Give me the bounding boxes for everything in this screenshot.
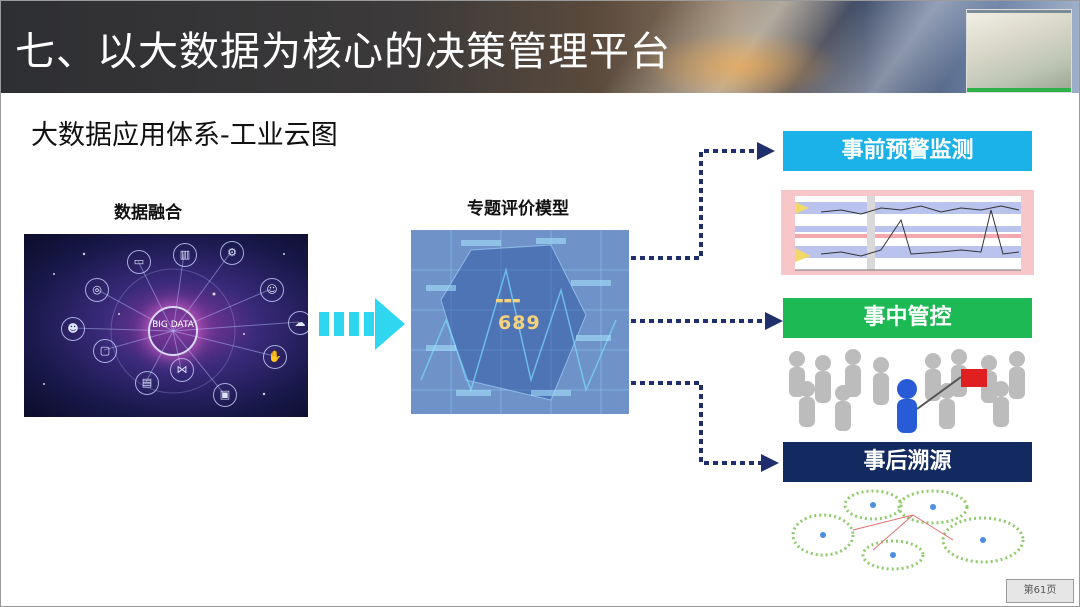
arrow-head-post: [761, 454, 779, 472]
banner-thumbnail-image: [966, 9, 1072, 93]
page-title: 七、以大数据为核心的决策管理平台: [15, 29, 671, 75]
big-data-image: ▭ ▥ ⚙ ☺ ☁ ✋ ▣ ⋈ ▤ ▢ ☻ ◎ BIG DATA: [24, 234, 308, 417]
data-fusion-label: 数据融合: [114, 203, 182, 223]
monitor-icon: ▭: [127, 250, 151, 274]
big-data-center-label: BIG DATA: [152, 320, 194, 330]
flow-arrow-icon: [319, 298, 405, 350]
post-trace-banner: 事后溯源: [783, 442, 1032, 482]
thumbnail-top-line: [967, 10, 1071, 13]
lock-icon: ▢: [93, 339, 117, 363]
page-number: 第61页: [1006, 579, 1074, 603]
monitoring-chart-image: [781, 190, 1034, 275]
model-label: 专题评价模型: [467, 199, 569, 219]
trace-network-illustration: [791, 489, 1025, 571]
pre-warning-banner: 事前预警监测: [783, 131, 1032, 171]
cloud-icon: ☁: [288, 311, 308, 335]
model-radar-chart: [411, 230, 629, 414]
globe-icon: ◎: [85, 278, 109, 302]
gift-icon: ▣: [213, 383, 237, 407]
share-icon: ⋈: [170, 358, 194, 382]
arrow-head-mid: [765, 312, 783, 330]
arrow-to-post: [631, 381, 763, 465]
section-subtitle: 大数据应用体系-工业云图: [31, 120, 338, 151]
monitoring-chart-graphic: [795, 196, 1021, 271]
handshake-icon: ✋: [263, 345, 287, 369]
people-icon: ☻: [61, 317, 85, 341]
people-control-illustration: [789, 349, 1025, 433]
model-score-value: 689: [498, 312, 541, 334]
title-banner: 七、以大数据为核心的决策管理平台: [1, 1, 1079, 93]
thumbnail-green-bar: [967, 88, 1071, 92]
chart-icon: ▥: [173, 243, 197, 267]
big-data-center-node: BIG DATA: [148, 306, 198, 356]
evaluation-model-image: ▬▬▬ 689: [411, 230, 629, 414]
score-label-decoration: ▬▬▬: [495, 296, 521, 306]
arrow-head-pre: [757, 142, 775, 160]
gear-icon: ⚙: [220, 241, 244, 265]
bar-chart-icon: ▤: [135, 371, 159, 395]
arrow-to-pre: [631, 149, 759, 260]
mid-control-banner: 事中管控: [783, 298, 1032, 338]
user-icon: ☺: [260, 278, 284, 302]
banner-glow: [641, 31, 841, 93]
